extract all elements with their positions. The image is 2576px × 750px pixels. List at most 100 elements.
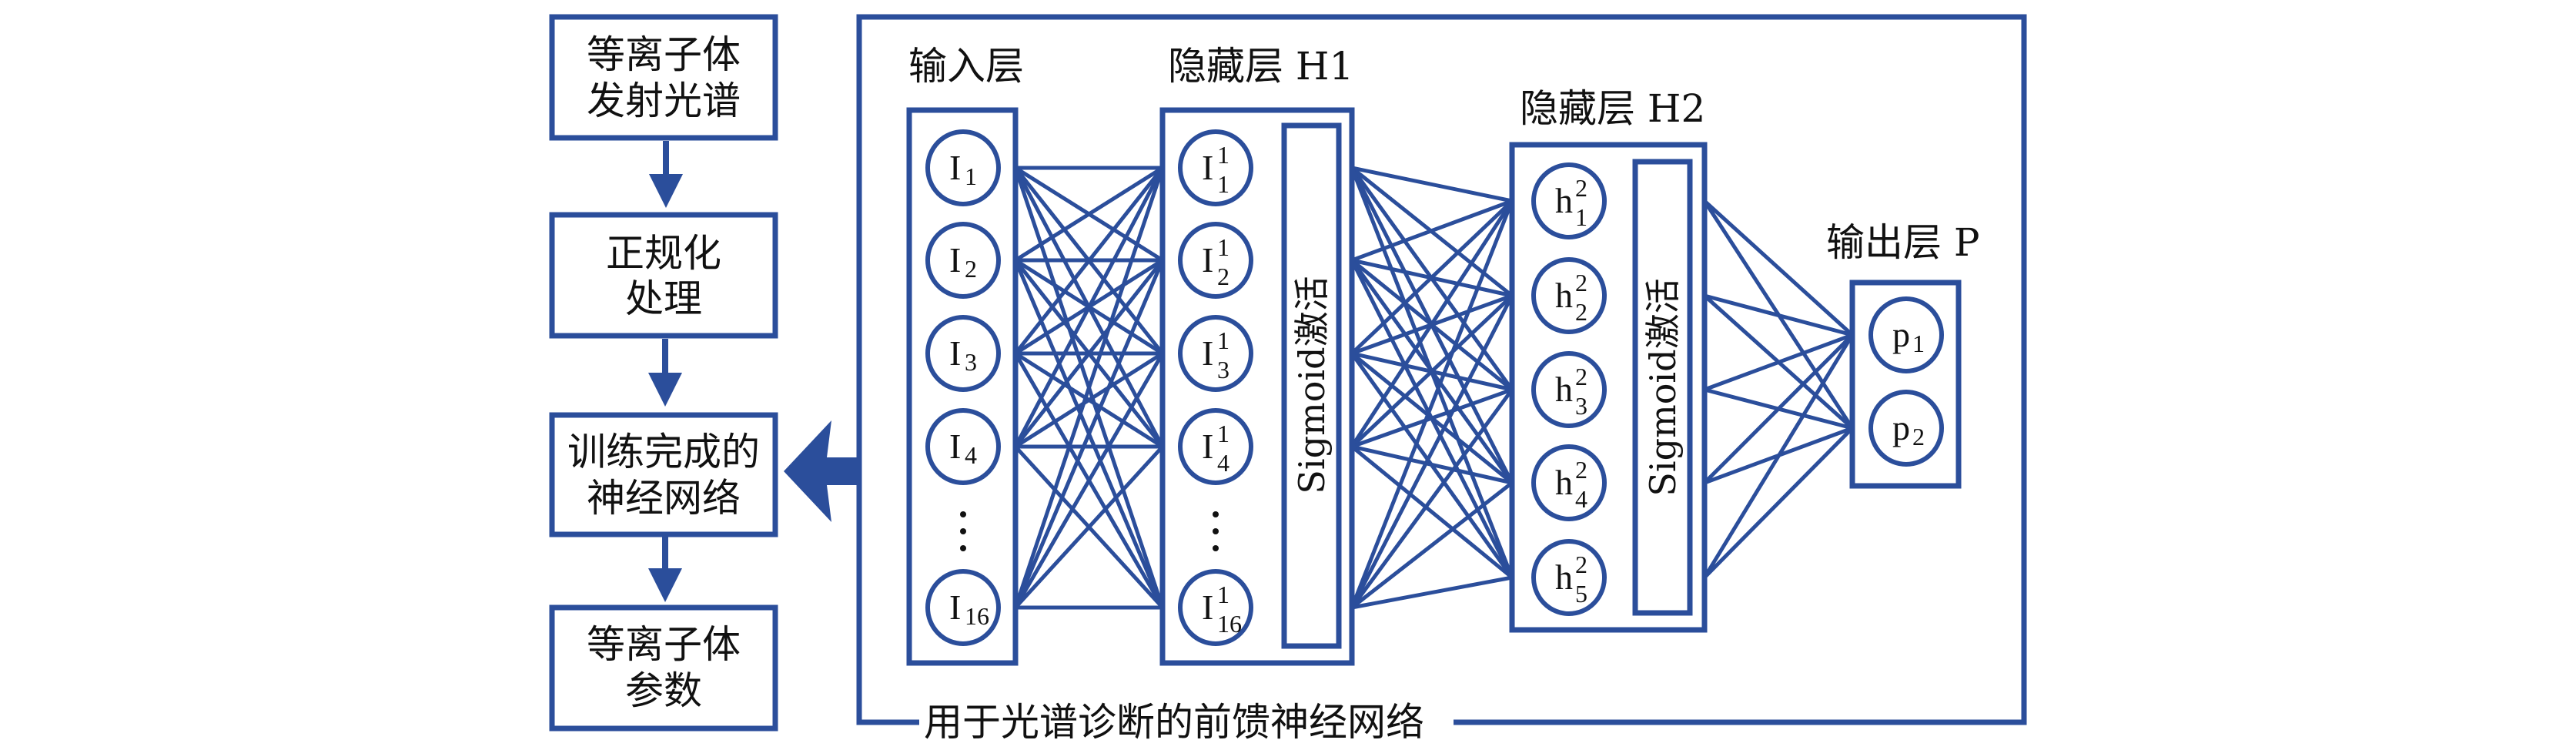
hidden1-sigmoid-bar (1281, 122, 1342, 649)
node-label: h (1555, 276, 1573, 315)
flow-step-line: 神经网络 (587, 476, 741, 521)
hidden1-box (1159, 107, 1355, 666)
hidden2-activation-label: Sigmoid激活 (1642, 278, 1684, 496)
node-subscript: 4 (1217, 449, 1229, 477)
flow-arrow-down (648, 339, 682, 407)
flow-box (549, 412, 778, 537)
node-subscript: 16 (965, 602, 989, 630)
flow-step-line: 等离子体 (587, 32, 741, 77)
connections (1013, 166, 1855, 610)
node-circle (925, 129, 1001, 206)
node-label: p (1892, 315, 1910, 354)
h2-output-connection (1703, 427, 1854, 579)
hidden1-activation-label: Sigmoid激活 (1291, 276, 1333, 494)
h1-h2-connection (1351, 199, 1513, 263)
node-circle (1531, 257, 1607, 334)
ellipsis-icon (1213, 511, 1219, 551)
h1-h2-connection (1350, 200, 1514, 608)
flow-step-normalization: 正规化 处理 (549, 212, 778, 339)
h1-h2-connection (1350, 388, 1514, 609)
node-circle (1178, 408, 1253, 485)
input-h1-connection (1013, 167, 1165, 608)
node-label: I (949, 333, 961, 373)
h1-h2-connection (1350, 294, 1514, 448)
flow-step-trained-network: 训练完成的 神经网络 (549, 412, 778, 537)
node-superscript: 1 (1217, 581, 1229, 608)
node-label: h (1555, 181, 1573, 220)
node-subscript: 1 (965, 162, 977, 190)
node-subscript: 4 (965, 441, 977, 469)
node-superscript: 2 (1575, 363, 1587, 390)
h2-output-connection (1704, 293, 1853, 337)
input-h1-connection (1013, 259, 1165, 608)
node-subscript: 2 (1575, 298, 1587, 326)
output-layer-box (1849, 280, 1962, 489)
node-subscript: 3 (965, 348, 977, 376)
node-circle (925, 222, 1001, 299)
node-label: p (1892, 408, 1910, 447)
node-circle (925, 408, 1001, 485)
h1-h2-connection (1351, 387, 1513, 449)
node-superscript: 2 (1575, 456, 1587, 484)
input-layer-box (906, 107, 1019, 666)
flow-arrow-down (648, 537, 682, 602)
node-circle (1868, 390, 1944, 467)
node-superscript: 1 (1217, 326, 1229, 354)
node-subscript: 2 (965, 255, 977, 283)
input-h1-connection (1014, 166, 1164, 355)
node-subscript: 3 (1575, 392, 1587, 420)
h2-output-connection (1703, 199, 1854, 336)
node-circle (1531, 351, 1607, 428)
flow-step-line: 正规化 (606, 231, 721, 276)
h1-h2-connection (1350, 199, 1514, 355)
node-subscript: 5 (1575, 580, 1587, 608)
node-superscript: 2 (1575, 174, 1587, 202)
node-superscript: 2 (1575, 269, 1587, 296)
node-circle (1531, 539, 1607, 616)
input-h1-connection (1013, 166, 1165, 448)
node-superscript: 1 (1217, 420, 1229, 447)
node-label: I (1202, 148, 1213, 187)
node-circle (925, 569, 1001, 646)
node-subscript: 1 (1217, 170, 1229, 198)
node-label: h (1555, 557, 1573, 597)
h1-h2-connection (1351, 444, 1513, 485)
flow-step-line: 发射光谱 (587, 79, 741, 123)
node-circle (1178, 315, 1253, 392)
node-label: I (1202, 333, 1213, 373)
h1-h2-connection (1351, 575, 1513, 610)
hidden2-box (1509, 142, 1708, 633)
input-h1-connection (1014, 259, 1164, 448)
node-circle (1178, 222, 1253, 299)
node-subscript: 1 (1912, 330, 1925, 357)
flow-step-line: 处理 (625, 276, 702, 321)
node-subscript: 2 (1217, 263, 1229, 290)
h2-output-connection (1702, 333, 1855, 579)
input-h1-connection (1014, 351, 1164, 449)
flow-step-line: 参数 (625, 668, 702, 713)
flow-step-plasma-parameters: 等离子体 参数 (549, 604, 778, 732)
flow-box (549, 604, 778, 732)
h1-h2-connection (1350, 481, 1514, 609)
